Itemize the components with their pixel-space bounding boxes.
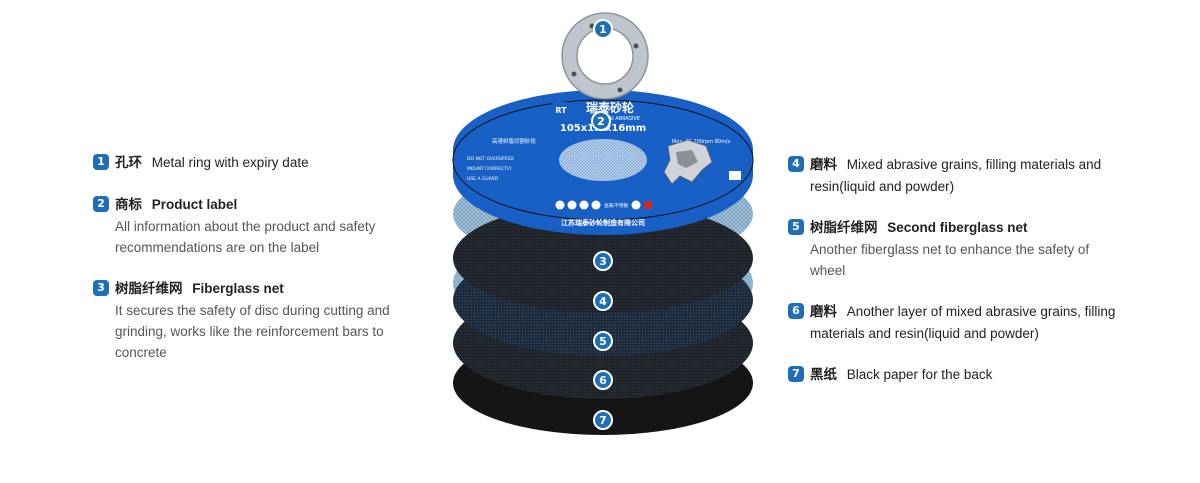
item-2-zh: 商标 bbox=[115, 197, 142, 213]
legend-left: 1 孔环 Metal ring with expiry date 2 商标 Pr… bbox=[93, 152, 433, 363]
legend-item-1: 1 孔环 Metal ring with expiry date bbox=[93, 152, 433, 174]
item-6-zh: 磨料 bbox=[810, 304, 837, 320]
warn-overspeed: DO NOT OVERSPEED bbox=[467, 156, 514, 162]
label-speed: Max. 15,200rpm 80m/s bbox=[672, 139, 731, 145]
legend-item-7: 7 黑纸 Black paper for the back bbox=[788, 364, 1118, 386]
legend-item-6: 6 磨料 Another layer of mixed abrasive gra… bbox=[788, 301, 1118, 344]
item-7-zh: 黑纸 bbox=[810, 367, 837, 383]
badge-4: 4 bbox=[788, 156, 804, 172]
svg-text:6: 6 bbox=[599, 374, 607, 387]
item-6-en: Another layer of mixed abrasive grains, … bbox=[810, 304, 1116, 341]
legend-right: 4 磨料 Mixed abrasive grains, filling mate… bbox=[788, 154, 1118, 386]
warn-guard: USE A GUARD bbox=[467, 176, 499, 182]
badge-6: 6 bbox=[788, 303, 804, 319]
label-maker: 江苏瑞泰砂轮制造有限公司 bbox=[561, 218, 645, 227]
callout-5: 5 bbox=[593, 331, 613, 351]
brand-name-en: RUI TAI ABRASIVE bbox=[596, 116, 640, 122]
callout-2: 2 bbox=[591, 111, 611, 131]
label-material: 金属/不锈钢 bbox=[604, 202, 629, 209]
product-label-disc: RT 瑞泰砂轮 RUI TAI ABRASIVE 105x1.2x16mm 高速… bbox=[452, 90, 754, 235]
callout-3: 3 bbox=[593, 251, 613, 271]
metal-ring bbox=[561, 12, 649, 100]
cert-mark-icon bbox=[729, 171, 741, 180]
item-3-desc: It secures the safety of disc during cut… bbox=[115, 303, 390, 360]
legend-item-2: 2 商标 Product label All information about… bbox=[93, 194, 433, 258]
disc-exploded-diagram: RT 瑞泰砂轮 RUI TAI ABRASIVE 105x1.2x16mm 高速… bbox=[452, 12, 754, 435]
brand-logo-icon bbox=[552, 102, 570, 116]
svg-text:2: 2 bbox=[597, 115, 605, 128]
callout-1: 1 bbox=[593, 19, 613, 39]
label-center-mesh bbox=[559, 139, 647, 181]
badge-2: 2 bbox=[93, 196, 109, 212]
svg-text:1: 1 bbox=[599, 23, 607, 36]
item-7-en: Black paper for the back bbox=[846, 367, 993, 382]
brand-name: 瑞泰砂轮 bbox=[586, 100, 635, 115]
item-2-desc: All information about the product and sa… bbox=[115, 219, 376, 255]
label-zh-line: 高速树脂切割砂轮 bbox=[492, 137, 537, 145]
item-5-desc: Another fiberglass net to enhance the sa… bbox=[810, 242, 1090, 278]
brand-logo-text: RT bbox=[555, 106, 567, 115]
robot-figure-icon bbox=[663, 139, 713, 185]
item-3-zh: 树脂纤维网 bbox=[115, 281, 183, 297]
callout-6: 6 bbox=[593, 370, 613, 390]
item-5-zh: 树脂纤维网 bbox=[810, 220, 878, 236]
callout-4: 4 bbox=[593, 291, 613, 311]
callout-7: 7 bbox=[593, 410, 613, 430]
svg-text:5: 5 bbox=[599, 335, 607, 348]
legend-item-5: 5 树脂纤维网 Second fiberglass net Another fi… bbox=[788, 217, 1118, 281]
badge-1: 1 bbox=[93, 154, 109, 170]
item-2-en: Product label bbox=[151, 197, 238, 212]
item-1-en: Metal ring with expiry date bbox=[151, 155, 309, 170]
svg-text:4: 4 bbox=[599, 295, 607, 308]
badge-5: 5 bbox=[788, 219, 804, 235]
item-3-en: Fiberglass net bbox=[192, 281, 284, 296]
item-4-zh: 磨料 bbox=[810, 157, 837, 173]
svg-text:7: 7 bbox=[599, 414, 607, 427]
warn-mount: MOUNT CORRECTLY bbox=[467, 166, 512, 172]
item-1-zh: 孔环 bbox=[115, 155, 142, 171]
item-4-en: Mixed abrasive grains, filling materials… bbox=[810, 157, 1102, 194]
svg-text:3: 3 bbox=[599, 255, 607, 268]
badge-7: 7 bbox=[788, 366, 804, 382]
legend-item-3: 3 树脂纤维网 Fiberglass net It secures the sa… bbox=[93, 278, 433, 363]
safety-icons bbox=[555, 200, 653, 210]
item-5-en: Second fiberglass net bbox=[887, 220, 1028, 235]
legend-item-4: 4 磨料 Mixed abrasive grains, filling mate… bbox=[788, 154, 1118, 197]
badge-3: 3 bbox=[93, 280, 109, 296]
